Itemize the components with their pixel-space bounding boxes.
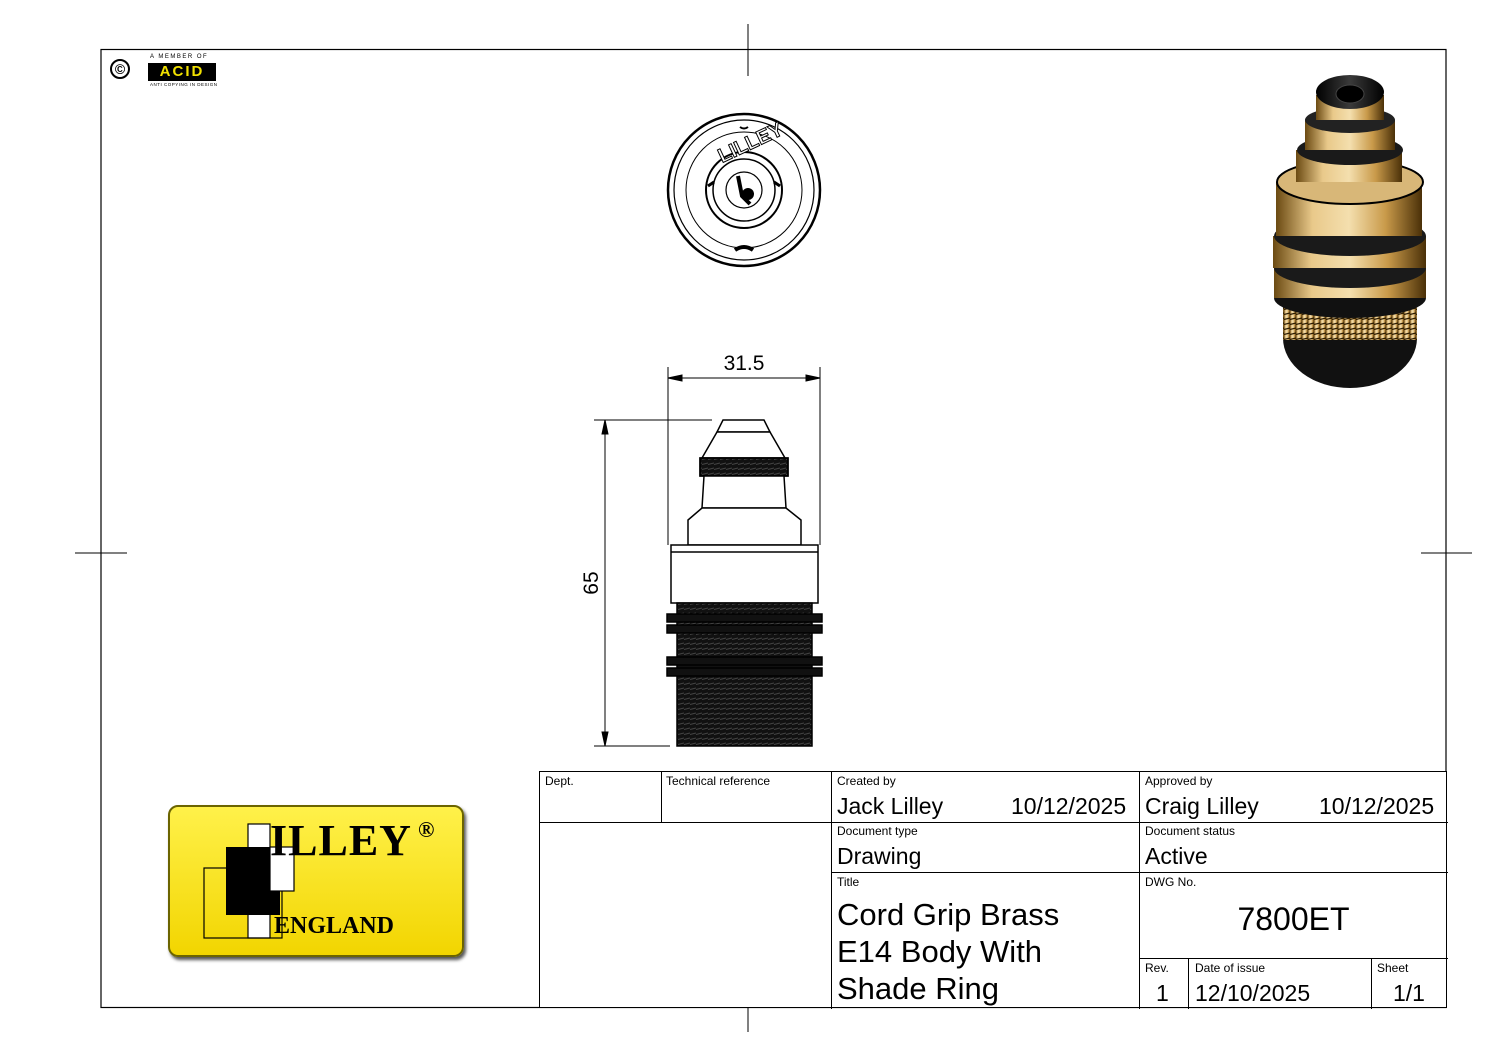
- sheet-label: Sheet: [1377, 961, 1409, 975]
- acid-sub-text: ANTI COPYING IN DESIGN: [150, 82, 218, 87]
- title-line-2: E14 Body With: [837, 934, 1043, 969]
- date-issue-value: 12/10/2025: [1195, 980, 1311, 1006]
- dimension-width-label: 31.5: [724, 352, 765, 375]
- tech-ref-label: Technical reference: [666, 774, 771, 788]
- logo-registered-mark: ®: [418, 817, 435, 842]
- doc-type-value: Drawing: [837, 843, 922, 869]
- logo-word-illey: ILLEY: [270, 816, 412, 865]
- copyright-symbol: ©: [114, 61, 126, 77]
- title-line-3: Shade Ring: [837, 971, 1000, 1006]
- title-line-1: Cord Grip Brass: [837, 897, 1060, 932]
- acid-member-text: A MEMBER OF: [150, 54, 209, 60]
- top-view: [666, 112, 822, 268]
- isometric-render: [1273, 75, 1426, 388]
- approved-by-value: Craig Lilley: [1145, 793, 1259, 819]
- doc-status-label: Document status: [1145, 824, 1236, 838]
- rev-value: 1: [1156, 980, 1169, 1006]
- created-date-value: 10/12/2025: [1011, 793, 1127, 819]
- date-issue-label: Date of issue: [1195, 961, 1266, 975]
- dwg-no-value: 7800ET: [1237, 901, 1350, 937]
- front-view: [666, 419, 823, 747]
- dimension-height-label: 65: [580, 571, 603, 594]
- dwg-no-label: DWG No.: [1145, 875, 1197, 889]
- title-block: Dept. Technical reference Created by Jac…: [539, 771, 1448, 1009]
- created-by-label: Created by: [837, 774, 896, 788]
- lilley-england-logo: ILLEY ® ENGLAND: [168, 805, 464, 957]
- sheet-value: 1/1: [1393, 980, 1425, 1006]
- doc-type-label: Document type: [837, 824, 918, 838]
- dimension-lines: [594, 367, 821, 747]
- copyright-icon: ©: [110, 59, 130, 79]
- approved-by-label: Approved by: [1145, 774, 1213, 788]
- rev-label: Rev.: [1145, 961, 1169, 975]
- acid-logo: ACID: [148, 63, 216, 81]
- title-label: Title: [837, 875, 860, 889]
- doc-status-value: Active: [1145, 843, 1208, 869]
- logo-word-england: ENGLAND: [274, 913, 395, 939]
- dept-label: Dept.: [545, 774, 574, 788]
- copyright-badge: © A MEMBER OF ACID ANTI COPYING IN DESIG…: [110, 54, 220, 91]
- dwg-no-cell: 7800ET: [1139, 898, 1448, 948]
- approved-date-value: 10/12/2025: [1319, 793, 1435, 819]
- logo-l-mark-icon: [203, 823, 295, 939]
- created-by-value: Jack Lilley: [837, 793, 944, 819]
